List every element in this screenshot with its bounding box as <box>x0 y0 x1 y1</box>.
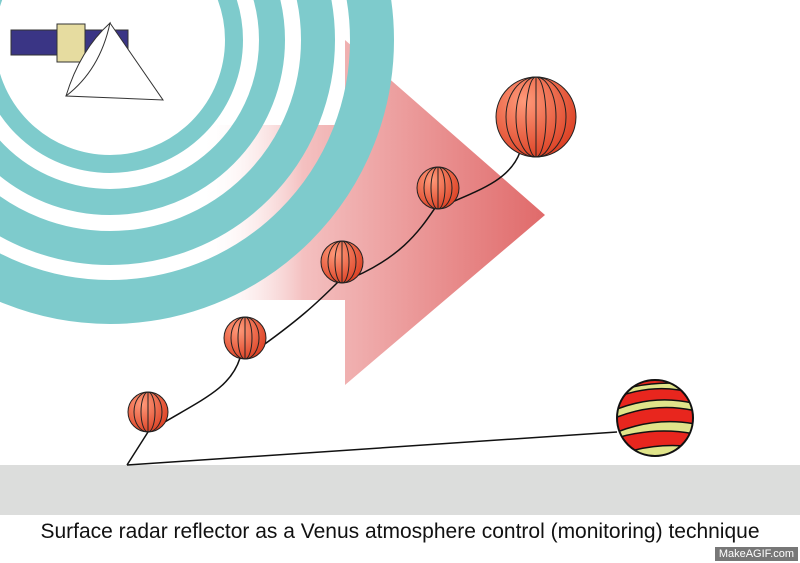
balloon <box>223 316 267 360</box>
ground-surface <box>0 465 800 515</box>
balloon <box>495 76 577 158</box>
watermark: MakeAGIF.com <box>714 547 798 561</box>
radar-waves <box>0 0 394 324</box>
reflector-balloon <box>617 380 693 456</box>
balloon <box>320 240 364 284</box>
balloons <box>127 76 694 457</box>
balloon <box>416 166 460 210</box>
caption: Surface radar reflector as a Venus atmos… <box>40 520 760 543</box>
balloon <box>127 391 169 433</box>
satellite-icon <box>10 21 164 101</box>
